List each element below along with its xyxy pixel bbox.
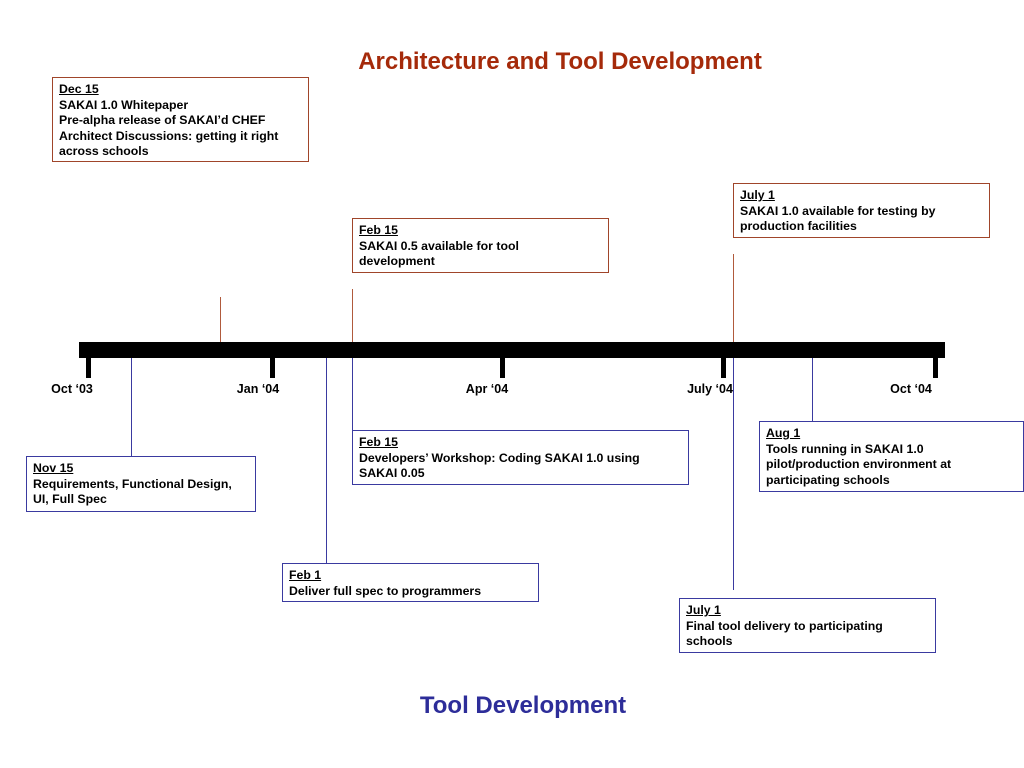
event-date: Feb 15 bbox=[359, 435, 398, 449]
tick-label-oct03: Oct ‘03 bbox=[51, 382, 93, 396]
event-box-july1-arch: July 1 SAKAI 1.0 available for testing b… bbox=[733, 183, 990, 238]
event-text: SAKAI 0.05 bbox=[359, 466, 425, 480]
connector-nov15 bbox=[131, 358, 132, 456]
event-box-nov15: Nov 15 Requirements, Functional Design, … bbox=[26, 456, 256, 512]
event-text: Developers’ Workshop: Coding SAKAI 1.0 u… bbox=[359, 450, 640, 465]
connector-july1-arch bbox=[733, 254, 734, 342]
tool-development-title: Tool Development bbox=[419, 692, 627, 719]
timeline-tick bbox=[270, 358, 275, 378]
architecture-title: Architecture and Tool Development bbox=[358, 48, 762, 75]
event-text: across schools bbox=[59, 144, 149, 158]
tick-label-jan04: Jan ‘04 bbox=[236, 382, 280, 396]
timeline-bar bbox=[79, 342, 945, 358]
event-text: Final tool delivery to participating bbox=[686, 618, 883, 633]
tick-label-july04: July ‘04 bbox=[687, 382, 733, 396]
connector-feb15-arch bbox=[352, 289, 353, 342]
connector-dec15 bbox=[220, 297, 221, 342]
event-date: Aug 1 bbox=[766, 426, 801, 440]
event-date: Feb 1 bbox=[289, 568, 322, 582]
event-date: Dec 15 bbox=[59, 82, 99, 96]
event-text: UI, Full Spec bbox=[33, 492, 107, 506]
event-text: Deliver full spec to programmers bbox=[289, 583, 482, 598]
event-box-feb1: Feb 1 Deliver full spec to programmers bbox=[282, 563, 539, 602]
event-text: SAKAI 0.5 available for tool bbox=[359, 238, 519, 253]
event-text: SAKAI 1.0 Whitepaper bbox=[59, 97, 189, 112]
event-box-feb15-arch: Feb 15 SAKAI 0.5 available for tool deve… bbox=[352, 218, 609, 273]
timeline-tick bbox=[86, 358, 91, 378]
event-text: Requirements, Functional Design, bbox=[33, 476, 232, 491]
event-date: Nov 15 bbox=[33, 461, 74, 475]
event-date: July 1 bbox=[740, 188, 775, 202]
event-box-july1-tool: July 1 Final tool delivery to participat… bbox=[679, 598, 936, 653]
event-date: July 1 bbox=[686, 603, 721, 617]
event-text: Pre-alpha release of SAKAI’d CHEF bbox=[59, 113, 266, 127]
event-text: development bbox=[359, 254, 435, 268]
event-text: schools bbox=[686, 634, 733, 648]
event-date: Feb 15 bbox=[359, 223, 398, 237]
event-text: Tools running in SAKAI 1.0 bbox=[766, 441, 924, 456]
connector-aug1 bbox=[812, 358, 813, 422]
tick-label-apr04: Apr ‘04 bbox=[465, 382, 509, 396]
event-box-feb15-tool: Feb 15 Developers’ Workshop: Coding SAKA… bbox=[352, 430, 689, 485]
event-text: pilot/production environment at bbox=[766, 457, 952, 471]
timeline-tick bbox=[500, 358, 505, 378]
event-box-aug1: Aug 1 Tools running in SAKAI 1.0 pilot/p… bbox=[759, 421, 1024, 492]
connector-feb1 bbox=[326, 358, 327, 564]
event-text: production facilities bbox=[740, 219, 857, 233]
connector-july1-tool bbox=[733, 358, 734, 590]
event-text: SAKAI 1.0 available for testing by bbox=[740, 203, 936, 218]
timeline-tick bbox=[721, 358, 726, 378]
connector-feb15-tool bbox=[352, 358, 353, 431]
event-text: Architect Discussions: getting it right bbox=[59, 128, 279, 143]
timeline-tick bbox=[933, 358, 938, 378]
event-text: participating schools bbox=[766, 472, 890, 487]
event-box-dec15: Dec 15 SAKAI 1.0 Whitepaper Pre-alpha re… bbox=[52, 77, 309, 162]
tick-label-oct04: Oct ‘04 bbox=[890, 382, 932, 396]
